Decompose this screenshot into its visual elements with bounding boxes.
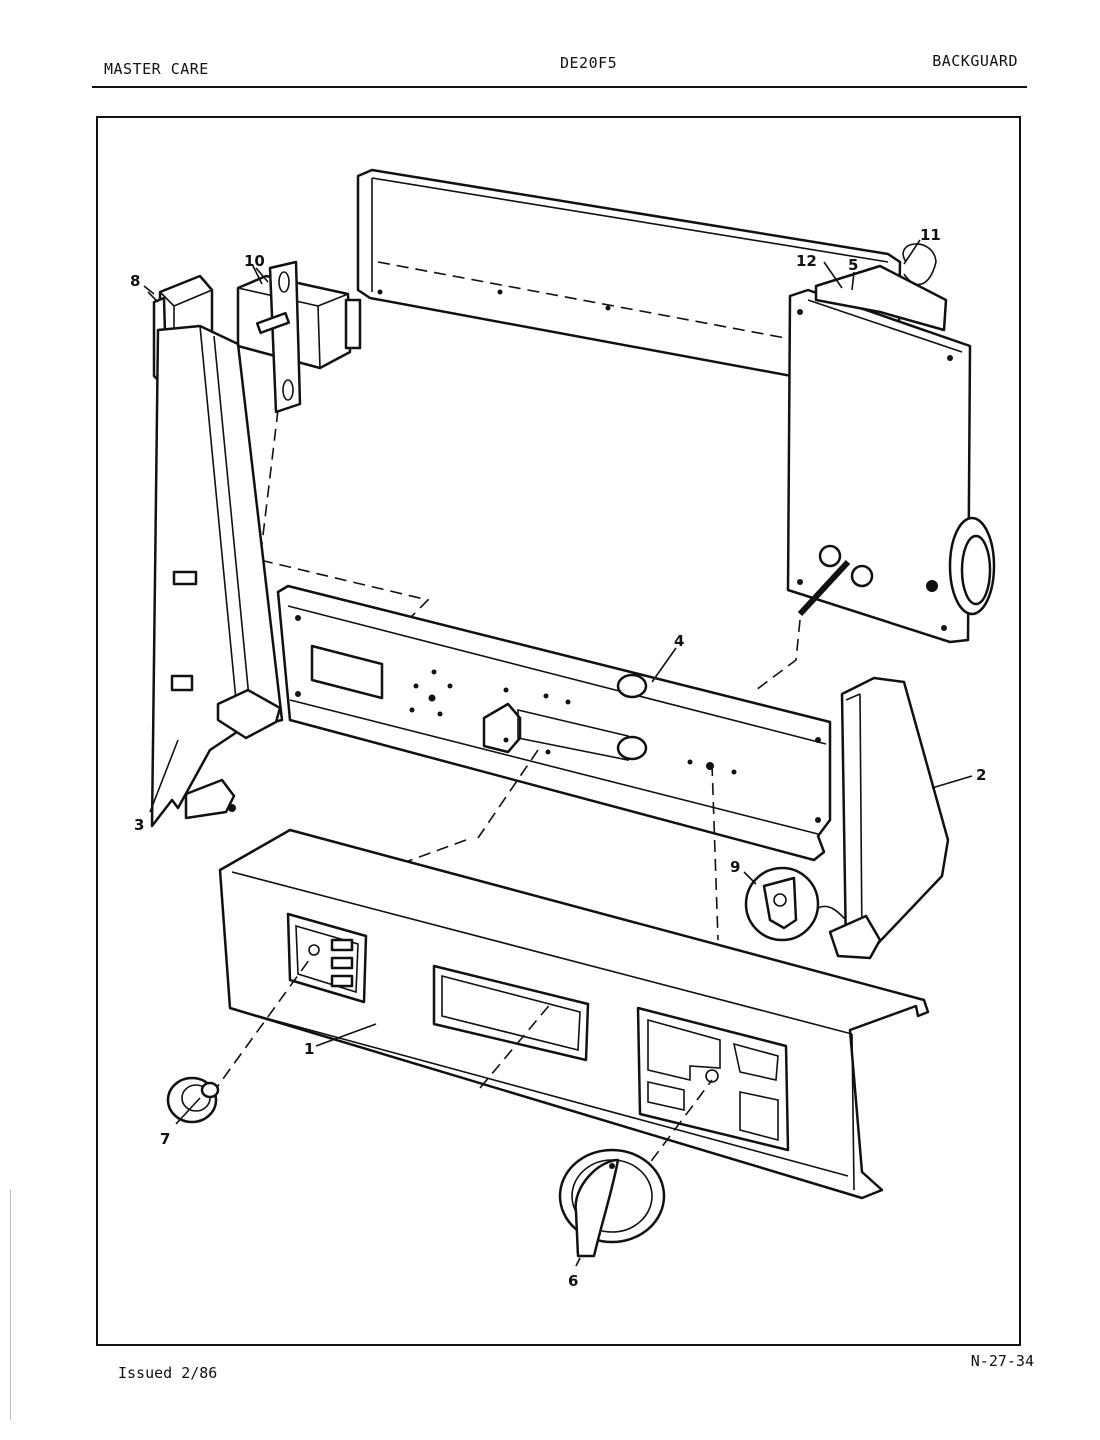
- issued-date: Issued 2/86: [118, 1364, 218, 1382]
- callout-8: 8: [130, 272, 140, 290]
- callout-5: 5: [848, 256, 858, 274]
- part-6-timer-knob: [558, 1148, 666, 1258]
- callout-10: 10: [244, 252, 265, 270]
- callout-4: 4: [674, 632, 684, 650]
- diagram-frame: [96, 116, 1021, 1346]
- part-5-timer: [786, 243, 996, 644]
- callout-3: 3: [134, 816, 144, 834]
- brand-label: MASTER CARE: [104, 60, 209, 78]
- scan-edge-mark: [10, 1190, 11, 1420]
- part-2-right-cap: [828, 676, 950, 960]
- part-3-left-bracket: [150, 324, 284, 828]
- callout-6: 6: [568, 1272, 578, 1290]
- section-title: BACKGUARD: [932, 52, 1018, 70]
- callout-9: 9: [730, 858, 740, 876]
- part-9-clip-detail: [744, 866, 847, 942]
- page-code: N-27-34: [970, 1352, 1034, 1370]
- callout-1: 1: [304, 1040, 314, 1058]
- part-7-push-knob: [166, 1076, 220, 1124]
- header-rule: [92, 86, 1027, 88]
- part-10-switch: [236, 260, 362, 414]
- callout-2: 2: [976, 766, 986, 784]
- callout-11: 11: [920, 226, 941, 244]
- callout-12: 12: [796, 252, 817, 270]
- part-1-console: [218, 828, 930, 1200]
- callout-7: 7: [160, 1130, 170, 1148]
- model-number: DE20F5: [560, 54, 618, 72]
- part-4-back-panel: [276, 584, 832, 862]
